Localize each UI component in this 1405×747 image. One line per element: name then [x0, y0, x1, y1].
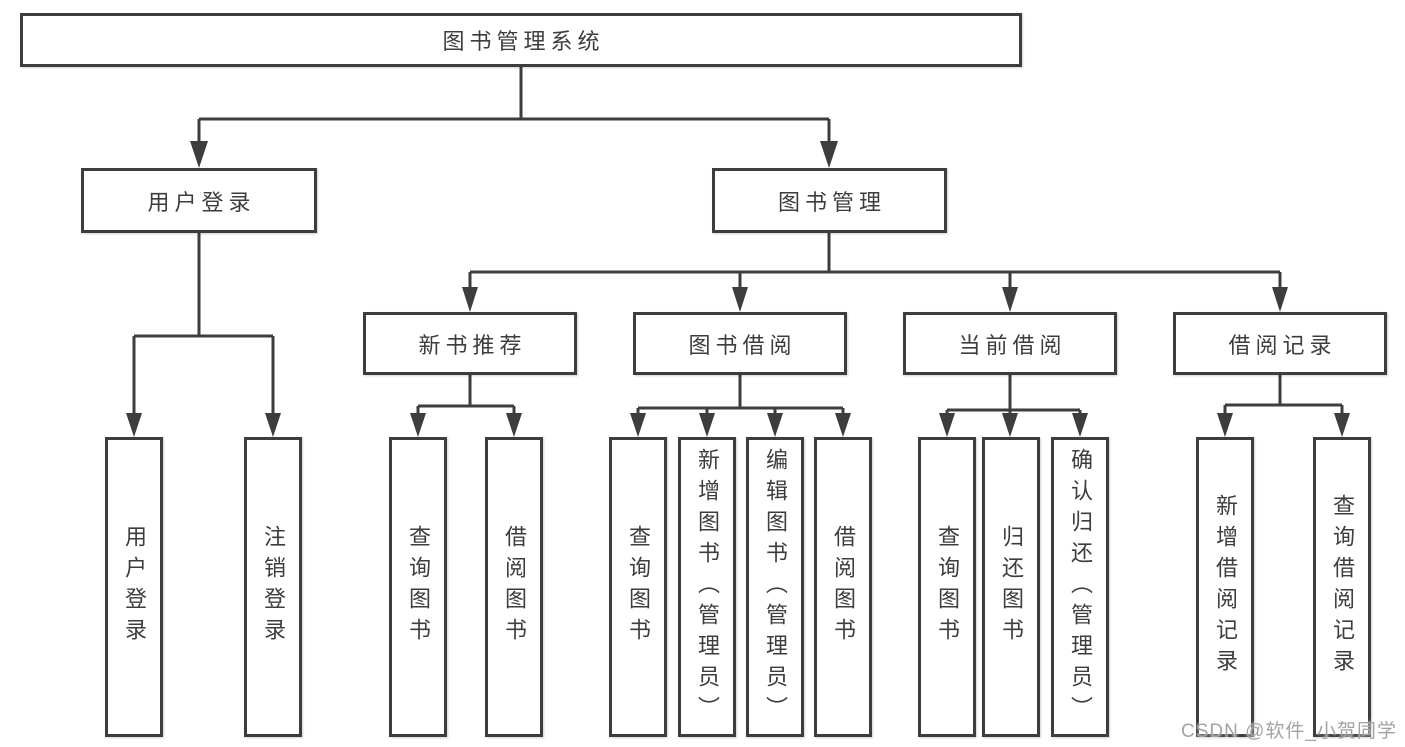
leaf-logout: 注销登录 [244, 437, 302, 737]
node-root: 图书管理系统 [20, 13, 1022, 67]
leaf-query-books-2-label: 查询图书 [626, 525, 651, 649]
leaf-query-books-3: 查询图书 [918, 437, 976, 737]
leaf-query-books-2: 查询图书 [609, 437, 667, 737]
node-book-borrow: 图书借阅 [633, 312, 847, 375]
leaf-borrow-books-1-label: 借阅图书 [502, 525, 527, 649]
node-root-label: 图书管理系统 [442, 29, 605, 54]
leaf-query-borrow-record-label: 查询借阅记录 [1330, 494, 1355, 680]
arrowhead-icons [126, 141, 1350, 437]
leaf-confirm-return-admin: 确认归还（管理员） [1051, 437, 1109, 737]
leaf-return-books-label: 归还图书 [999, 525, 1024, 649]
leaf-borrow-books-2-label: 借阅图书 [831, 525, 856, 649]
node-new-book-recommend-label: 新书推荐 [418, 332, 527, 358]
node-book-management: 图书管理 [712, 168, 947, 233]
leaf-borrow-books-2: 借阅图书 [814, 437, 872, 737]
leaf-add-borrow-record: 新增借阅记录 [1196, 437, 1254, 737]
leaf-confirm-return-admin-label: 确认归还（管理员） [1068, 447, 1093, 727]
node-borrow-records: 借阅记录 [1173, 312, 1387, 375]
node-user-login: 用户登录 [81, 168, 317, 233]
leaf-query-books-1-label: 查询图书 [406, 525, 431, 649]
node-book-management-label: 图书管理 [777, 189, 886, 215]
node-borrow-records-label: 借阅记录 [1228, 332, 1337, 358]
node-current-borrow-label: 当前借阅 [958, 332, 1067, 358]
leaf-user-login-label: 用户登录 [122, 525, 147, 649]
leaf-user-login: 用户登录 [105, 437, 163, 737]
leaf-edit-books-admin-label: 编辑图书（管理员） [763, 447, 788, 727]
leaf-query-books-3-label: 查询图书 [935, 525, 960, 649]
leaf-edit-books-admin: 编辑图书（管理员） [746, 437, 804, 737]
leaf-query-books-1: 查询图书 [389, 437, 447, 737]
csdn-watermark: CSDN @软件_小贺同学 [1181, 721, 1397, 742]
leaf-borrow-books-1: 借阅图书 [485, 437, 543, 737]
node-current-borrow: 当前借阅 [903, 312, 1117, 375]
leaf-query-borrow-record: 查询借阅记录 [1313, 437, 1371, 737]
node-user-login-label: 用户登录 [147, 189, 256, 215]
leaf-return-books: 归还图书 [982, 437, 1040, 737]
leaf-add-books-admin: 新增图书（管理员） [678, 437, 736, 737]
node-book-borrow-label: 图书借阅 [688, 332, 797, 358]
node-new-book-recommend: 新书推荐 [363, 312, 577, 375]
leaf-add-borrow-record-label: 新增借阅记录 [1213, 494, 1238, 680]
leaf-add-books-admin-label: 新增图书（管理员） [695, 447, 720, 727]
leaf-logout-label: 注销登录 [261, 525, 286, 649]
